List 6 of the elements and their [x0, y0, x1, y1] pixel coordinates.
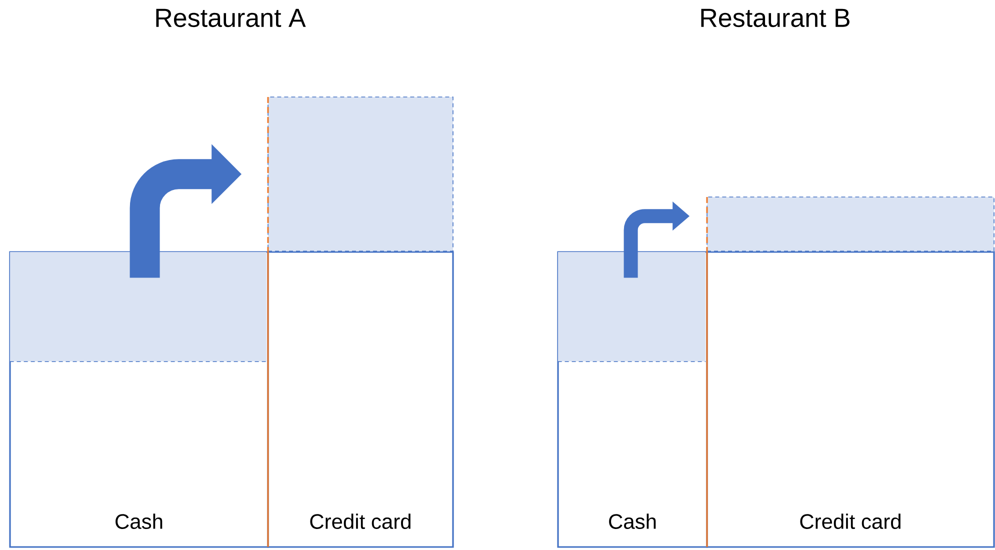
panel-title: Restaurant B — [701, 8, 850, 28]
shaded-area — [268, 96, 454, 252]
shaded-area — [557, 252, 706, 362]
shaded-area — [9, 252, 267, 362]
panel-title: Restaurant A — [156, 8, 306, 28]
shaded-area — [706, 196, 994, 252]
